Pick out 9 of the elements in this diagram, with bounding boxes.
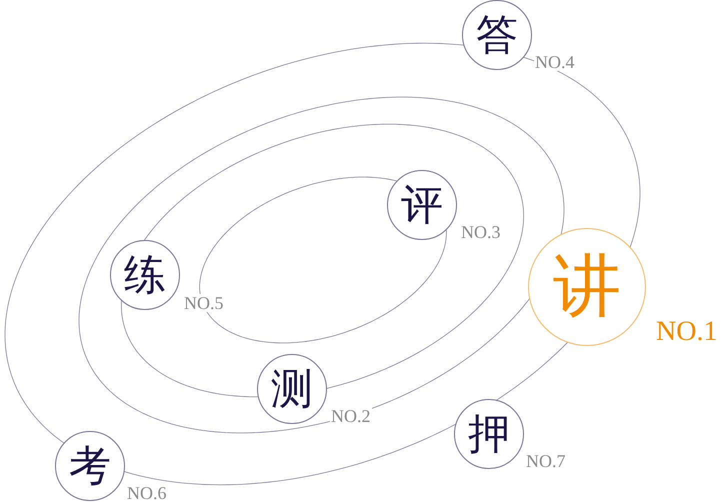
character-circle: 测	[257, 354, 327, 424]
number-label: NO.2	[330, 406, 372, 425]
character-circle: 讲	[528, 228, 646, 346]
character-circle: 考	[55, 431, 125, 501]
character-circle: 押	[454, 399, 524, 469]
character-circle: 练	[110, 240, 180, 310]
character-circle: 答	[462, 0, 532, 70]
character-circle: 评	[387, 170, 457, 240]
number-label: NO.5	[183, 294, 224, 312]
